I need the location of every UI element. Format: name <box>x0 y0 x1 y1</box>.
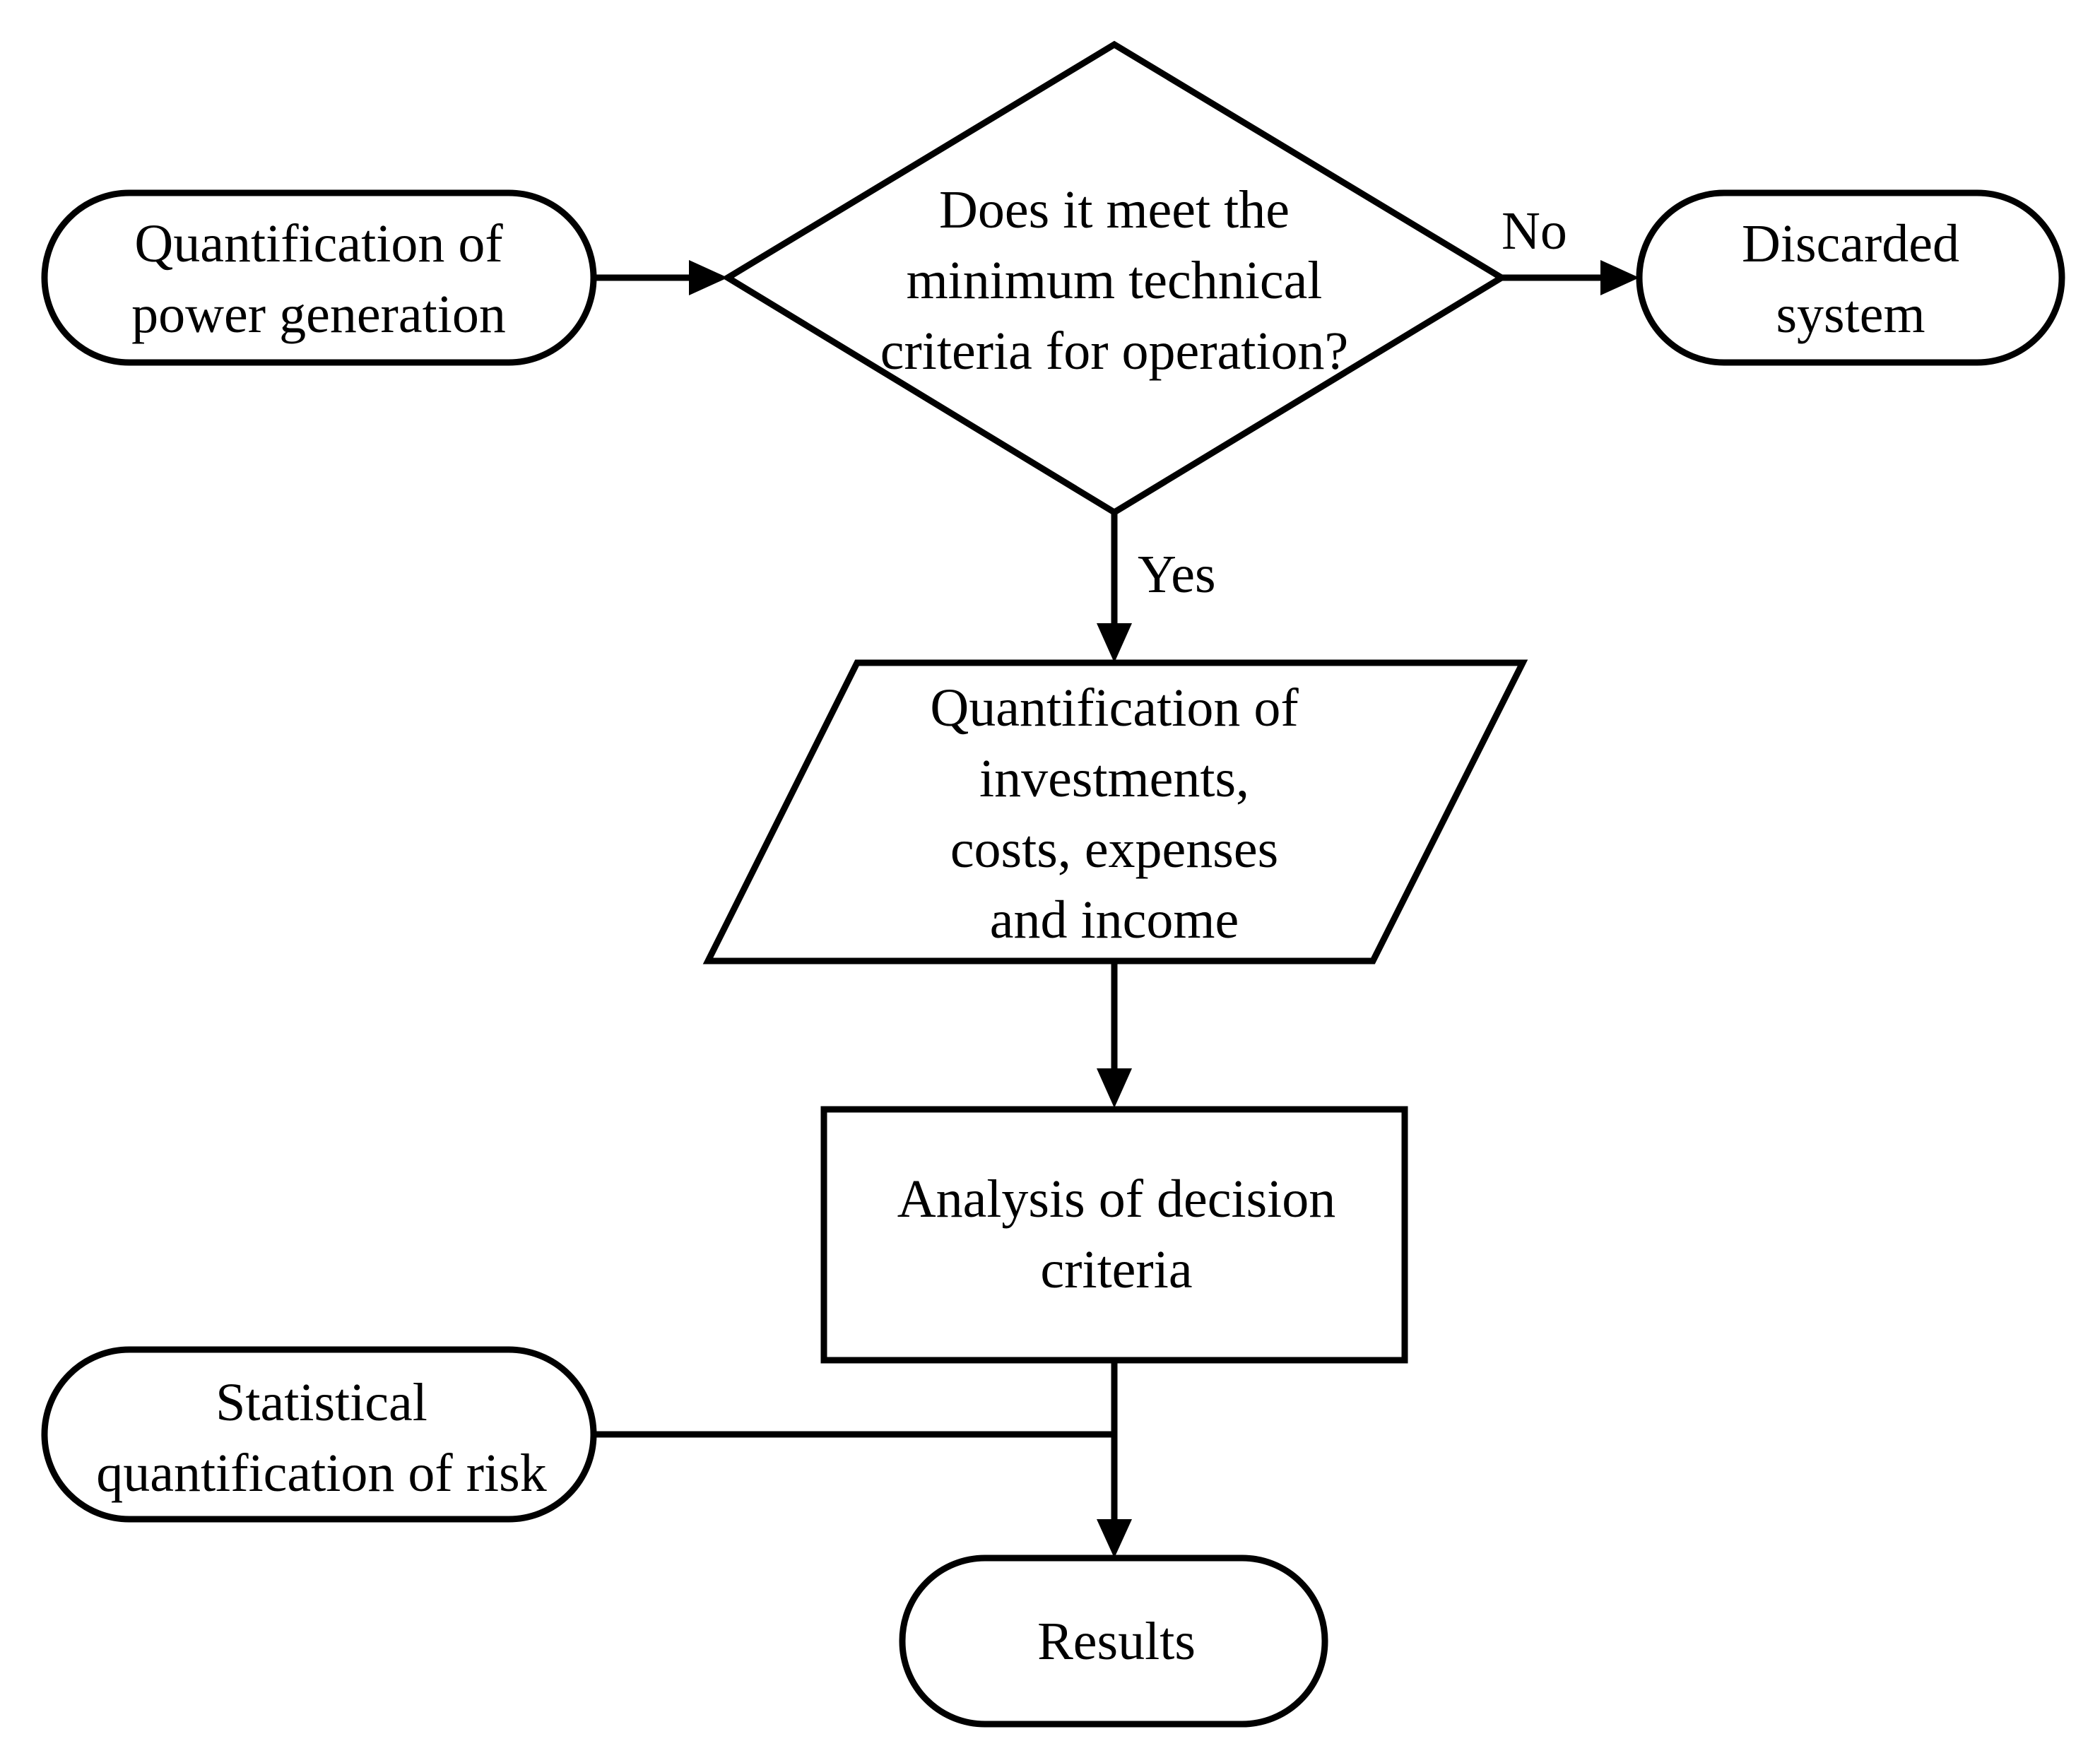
node-label-line: criteria <box>1040 1240 1192 1299</box>
node-label-line: Discarded <box>1742 214 1959 273</box>
node-risk: Statistical quantification of risk <box>41 1346 597 1523</box>
node-label-line: Analysis of decision <box>897 1169 1336 1229</box>
arrowhead-to-decision <box>689 260 728 295</box>
decision-shape <box>721 40 1508 517</box>
node-investments: Quantification of investments, costs, ex… <box>702 659 1528 964</box>
node-label-line: power generation <box>131 285 506 344</box>
node-analysis: Analysis of decision criteria <box>820 1106 1408 1364</box>
arrowhead-to-results <box>1097 1519 1132 1558</box>
node-label-line: Quantification of <box>930 678 1299 738</box>
connectors <box>594 260 1639 1558</box>
node-label-line: investments, <box>979 749 1249 808</box>
edge-label-no: No <box>1502 201 1567 261</box>
process-shape <box>820 1106 1408 1364</box>
arrowhead-to-analysis <box>1097 1068 1132 1108</box>
node-label-line: Results <box>1037 1612 1196 1671</box>
node-label-line: costs, expenses <box>950 820 1278 879</box>
terminator-shape <box>1636 189 2065 366</box>
terminator-shape <box>899 1555 1328 1728</box>
node-label-line: quantification of risk <box>96 1444 546 1503</box>
node-results: Results <box>899 1555 1328 1728</box>
arrowhead-to-discarded <box>1600 260 1639 295</box>
node-label-line: Statistical <box>216 1373 427 1432</box>
node-label-line: minimum technical <box>907 251 1323 310</box>
node-label-line: criteria for operation? <box>880 321 1349 381</box>
terminator-shape <box>41 1346 597 1523</box>
node-decision: Does it meet the minimum technical crite… <box>721 40 1508 517</box>
node-label-line: system <box>1776 285 1925 344</box>
edge-label-yes: Yes <box>1138 545 1216 604</box>
node-discarded: Discarded system <box>1636 189 2065 366</box>
node-power-generation: Quantification of power generation <box>41 189 597 366</box>
data-shape <box>702 659 1528 964</box>
node-label-line: Quantification of <box>134 214 503 273</box>
terminator-shape <box>41 189 597 366</box>
node-label-line: and income <box>990 890 1239 950</box>
arrowhead-to-investments <box>1097 623 1132 663</box>
node-label-line: Does it meet the <box>939 180 1290 240</box>
